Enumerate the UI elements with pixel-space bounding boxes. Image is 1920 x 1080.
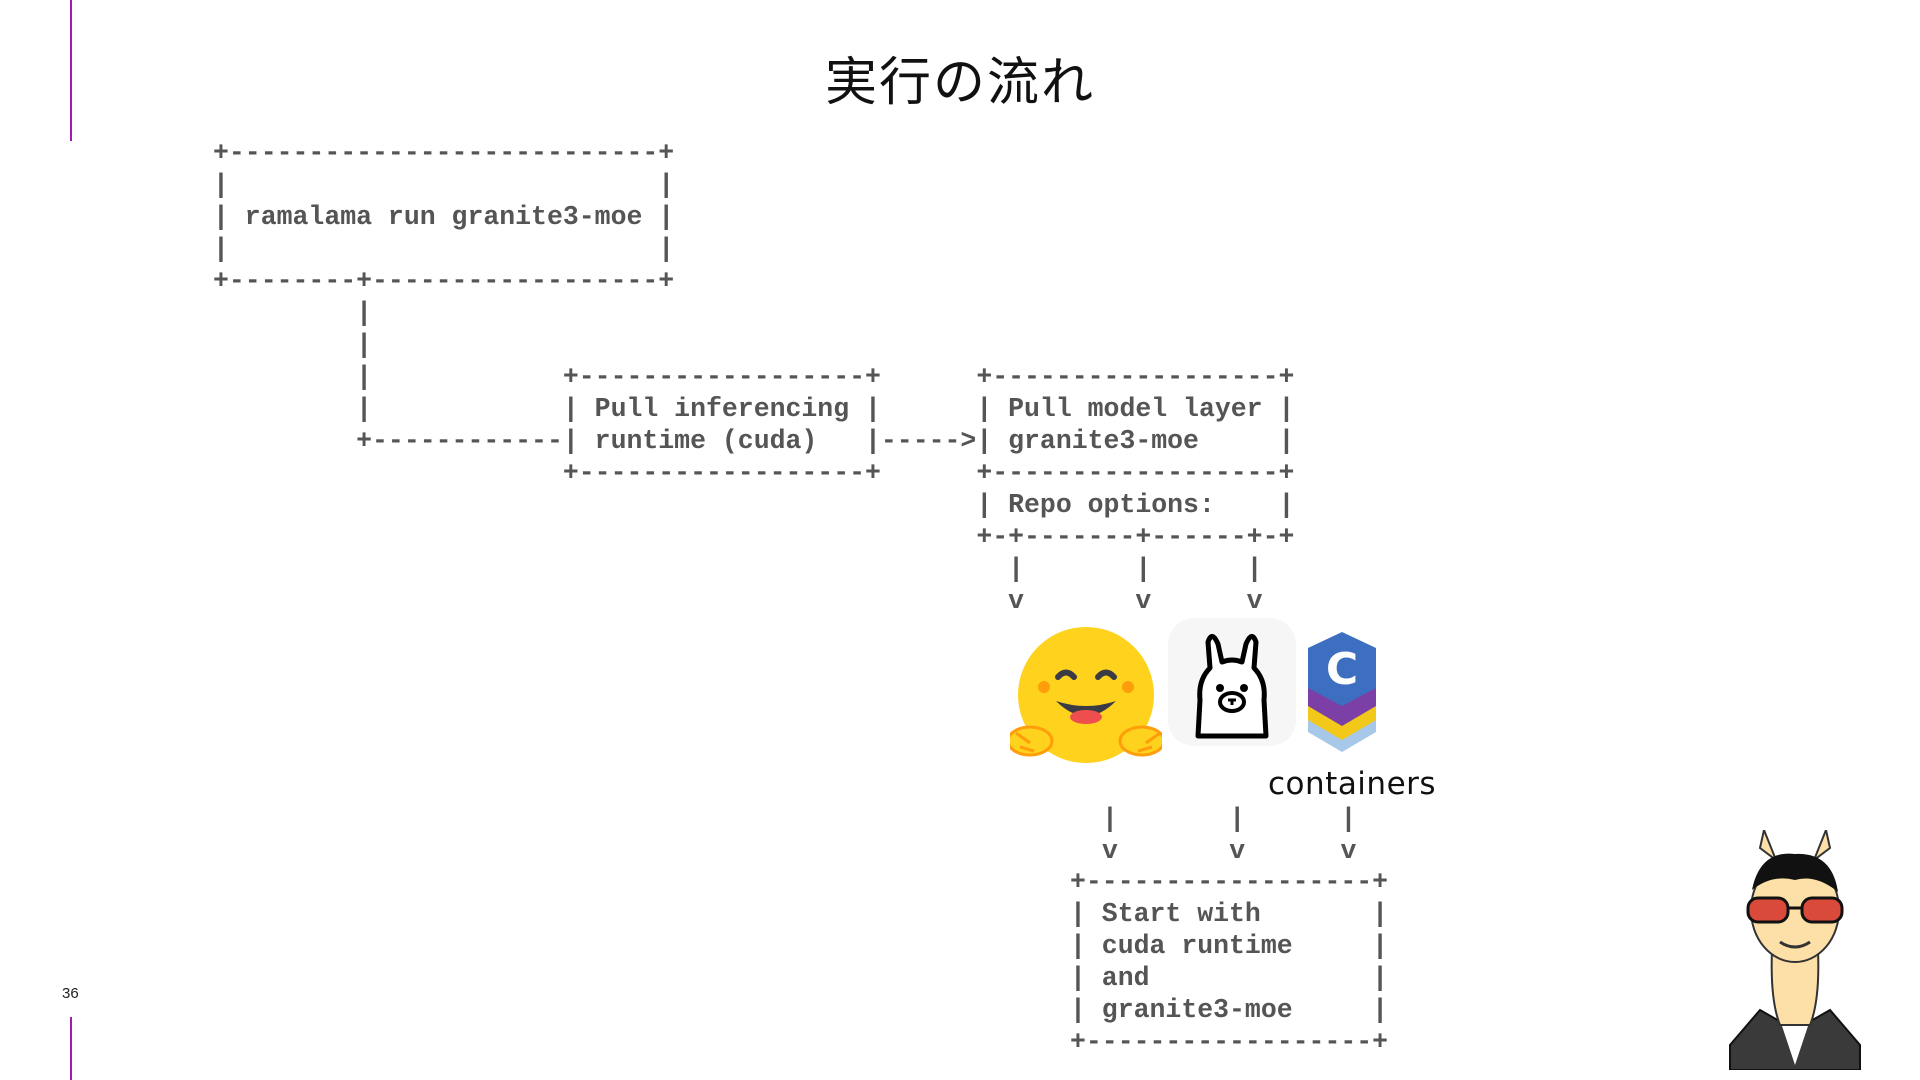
slide-title: 実行の流れ — [824, 53, 1095, 113]
accent-line-bottom — [70, 1017, 72, 1080]
containers-registry-icon: C — [1308, 632, 1376, 752]
ollama-llama-icon — [1168, 618, 1296, 746]
llama-mascot-icon — [1729, 830, 1861, 1070]
containers-label: containers — [1268, 766, 1437, 802]
page-number: 36 — [62, 985, 79, 1002]
final-box-ascii: +------------------+ | Start with | | cu… — [1070, 867, 1389, 1057]
svg-text:C: C — [1326, 644, 1358, 695]
flow-diagram-ascii: +---------------------------+ | | | rama… — [213, 138, 1295, 616]
accent-line-top — [70, 0, 72, 141]
hugging-face-icon — [1010, 627, 1162, 763]
lower-arrows-ascii: | | | v v v — [1102, 804, 1357, 866]
